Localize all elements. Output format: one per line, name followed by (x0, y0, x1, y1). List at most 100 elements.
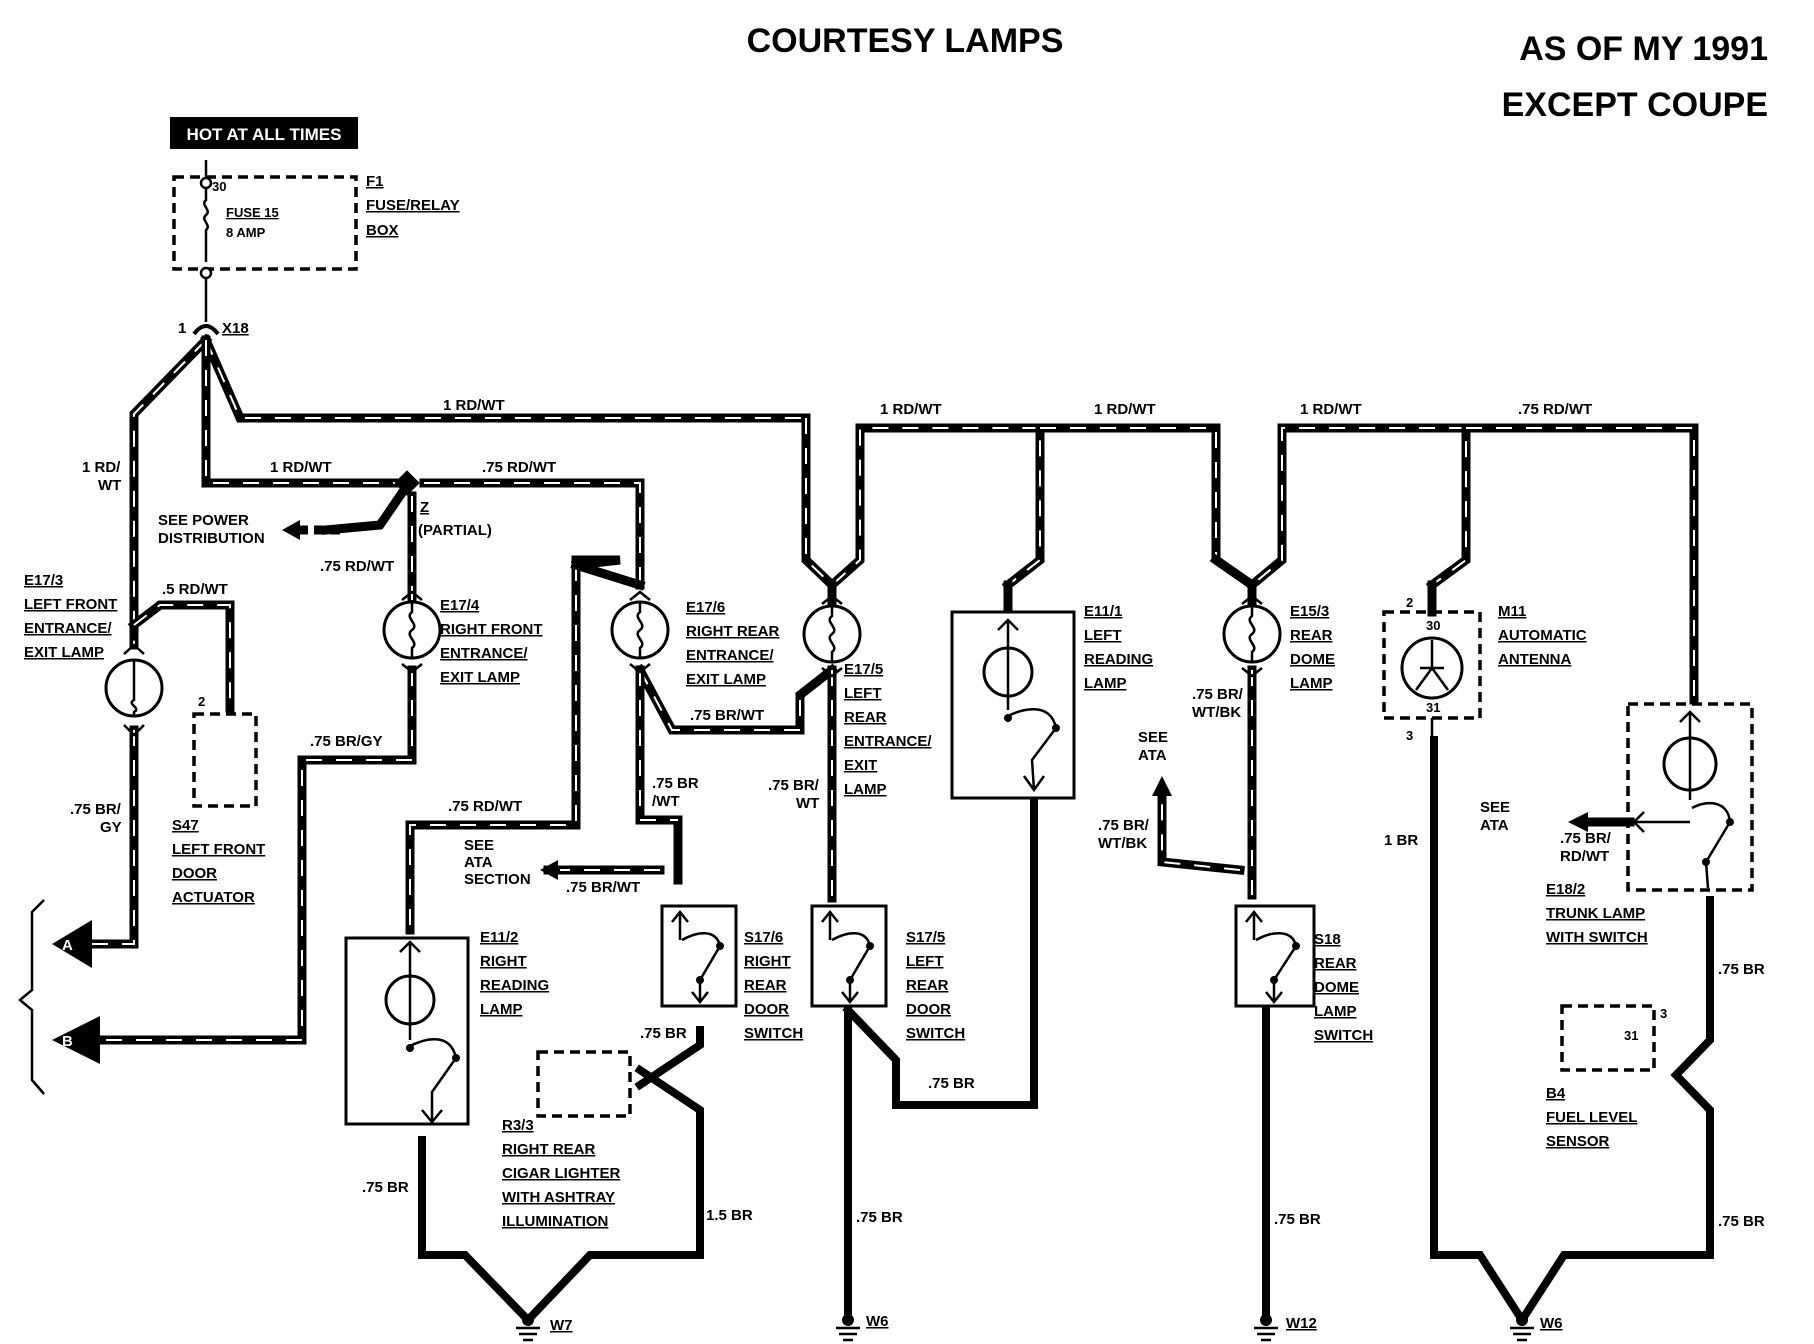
fuse-terminal-out (199, 266, 213, 280)
cigar-lighter-r3-3 (536, 1050, 632, 1118)
wire-label: .75 BR/ (1560, 830, 1612, 847)
see-ata-arrow-up (1152, 776, 1172, 796)
lamp-e17-6 (610, 590, 670, 674)
wire-label: .75 BR/GY (310, 733, 383, 750)
e11-1-l2: READING (1084, 651, 1153, 668)
e11-1-l1: LEFT (1084, 627, 1122, 644)
connector-bracket (18, 899, 45, 1095)
wire-label: RD/WT (1560, 848, 1609, 865)
e17-3-id: E17/3 (24, 572, 63, 589)
s17-5-l1: LEFT (906, 953, 944, 970)
b4-l1: FUEL LEVEL (1546, 1109, 1637, 1126)
s17-5-id: S17/5 (906, 929, 945, 946)
b4-pin-31: 31 (1624, 1028, 1638, 1043)
s18-id: S18 (1314, 931, 1341, 948)
e17-4-l1: RIGHT FRONT (440, 621, 543, 638)
see-power-label-2: DISTRIBUTION (158, 530, 265, 547)
e17-5-l4: EXIT (844, 757, 877, 774)
wire-label: .75 BR/ (1098, 817, 1150, 834)
s17-5-l3: DOOR (906, 1001, 951, 1018)
see-ata-b-1: SEE (1138, 729, 1168, 746)
e17-4-id: E17/4 (440, 597, 480, 614)
e17-5-l3: ENTRANCE/ (844, 733, 932, 750)
ground-w7: W7 (516, 1314, 573, 1342)
wire-label: .75 BR (640, 1025, 687, 1042)
ground-w12: W12 (1254, 1314, 1317, 1342)
wire-label: GY (100, 819, 122, 836)
wire-label: .75 BR/WT (566, 879, 640, 896)
wire-label: .75 BR/ (768, 777, 820, 794)
s17-5-l2: REAR (906, 977, 949, 994)
e17-6-l3: EXIT LAMP (686, 671, 766, 688)
s47-pin-label: 2 (198, 694, 205, 709)
lamp-e17-5 (802, 594, 862, 678)
wire-label: WT (796, 795, 819, 812)
splice-z-label: Z (420, 499, 429, 516)
wire-label: 1 RD/WT (270, 459, 332, 476)
switch-s17-5 (810, 904, 888, 1008)
see-ata-c-1: SEE (1480, 799, 1510, 816)
wire-label: .75 BR (362, 1179, 409, 1196)
fuse-terminal-30-label: 30 (212, 179, 226, 194)
trunk-lamp-e18-2 (1626, 702, 1754, 892)
r3-3-l3: WITH ASHTRAY (502, 1189, 615, 1206)
e18-2-l1: TRUNK LAMP (1546, 905, 1645, 922)
see-ata-c-2: ATA (1480, 817, 1509, 834)
see-ata-a-3: SECTION (464, 871, 531, 888)
wire-label: /WT (652, 793, 680, 810)
fuse-rating-label: 8 AMP (226, 225, 266, 240)
see-ata-arrow-trunk (1568, 812, 1588, 832)
ground-w7-label: W7 (550, 1317, 573, 1334)
exception-note: EXCEPT COUPE (1502, 86, 1768, 124)
ground-w6-left: W6 (836, 1313, 889, 1342)
e17-5-l5: LAMP (844, 781, 887, 798)
wire-label: .75 BR/ (70, 801, 122, 818)
e11-2-l3: LAMP (480, 1001, 523, 1018)
fuel-sensor-b4 (1560, 1004, 1656, 1072)
m11-l1: AUTOMATIC (1498, 627, 1587, 644)
hot-at-all-times-banner (170, 117, 358, 149)
r3-3-l2: CIGAR LIGHTER (502, 1165, 620, 1182)
lamp-e11-1 (950, 610, 1076, 800)
e11-1-l3: LAMP (1084, 675, 1127, 692)
e17-5-id: E17/5 (844, 661, 883, 678)
m11-l2: ANTENNA (1498, 651, 1571, 668)
r3-3-id: R3/3 (502, 1117, 534, 1134)
wire-label: .75 RD/WT (482, 459, 556, 476)
m11-pin-2: 2 (1406, 595, 1413, 610)
wire-labels: 1 RD/WT 1 RD/WT 1 RD/WT 1 RD/WT .75 RD/W… (70, 397, 1765, 1230)
m11-pin-3: 3 (1406, 728, 1413, 743)
connector-b: B (52, 1016, 100, 1064)
wire-label: 1 BR (1384, 832, 1418, 849)
e17-3-l2: ENTRANCE/ (24, 620, 112, 637)
m11-id: M11 (1498, 603, 1526, 620)
diagram-title: COURTESY LAMPS (747, 22, 1064, 60)
wire-label: .75 BR/ (1192, 686, 1244, 703)
see-ata-a-1: SEE (464, 837, 494, 854)
s17-6-l3: DOOR (744, 1001, 789, 1018)
see-ata-a-2: ATA (464, 854, 493, 871)
fuse-relay-box (172, 175, 358, 271)
see-ata-b-2: ATA (1138, 747, 1167, 764)
wire-label: 1 RD/WT (1300, 401, 1362, 418)
e15-3-id: E15/3 (1290, 603, 1329, 620)
lamp-e11-2 (344, 936, 470, 1126)
ground-w6-left-label: W6 (866, 1313, 889, 1330)
s47-l2: DOOR (172, 865, 217, 882)
ground-w12-label: W12 (1286, 1315, 1317, 1332)
s47-id: S47 (172, 817, 199, 834)
b4-l2: SENSOR (1546, 1133, 1610, 1150)
connector-b-label: B (62, 1033, 73, 1050)
see-power-arrow (282, 520, 300, 540)
wire-label: .75 BR (856, 1209, 903, 1226)
s17-5-l4: SWITCH (906, 1025, 965, 1042)
splice-z-note: (PARTIAL) (418, 522, 492, 539)
s17-6-id: S17/6 (744, 929, 783, 946)
wire-label: WT/BK (1192, 704, 1241, 721)
power-wires (87, 333, 1699, 1045)
e15-3-l1: REAR (1290, 627, 1333, 644)
r3-3-l4: ILLUMINATION (502, 1213, 608, 1230)
s18-l3: LAMP (1314, 1003, 1357, 1020)
connector-x18 (192, 324, 220, 336)
see-power-label-1: SEE POWER (158, 512, 249, 529)
